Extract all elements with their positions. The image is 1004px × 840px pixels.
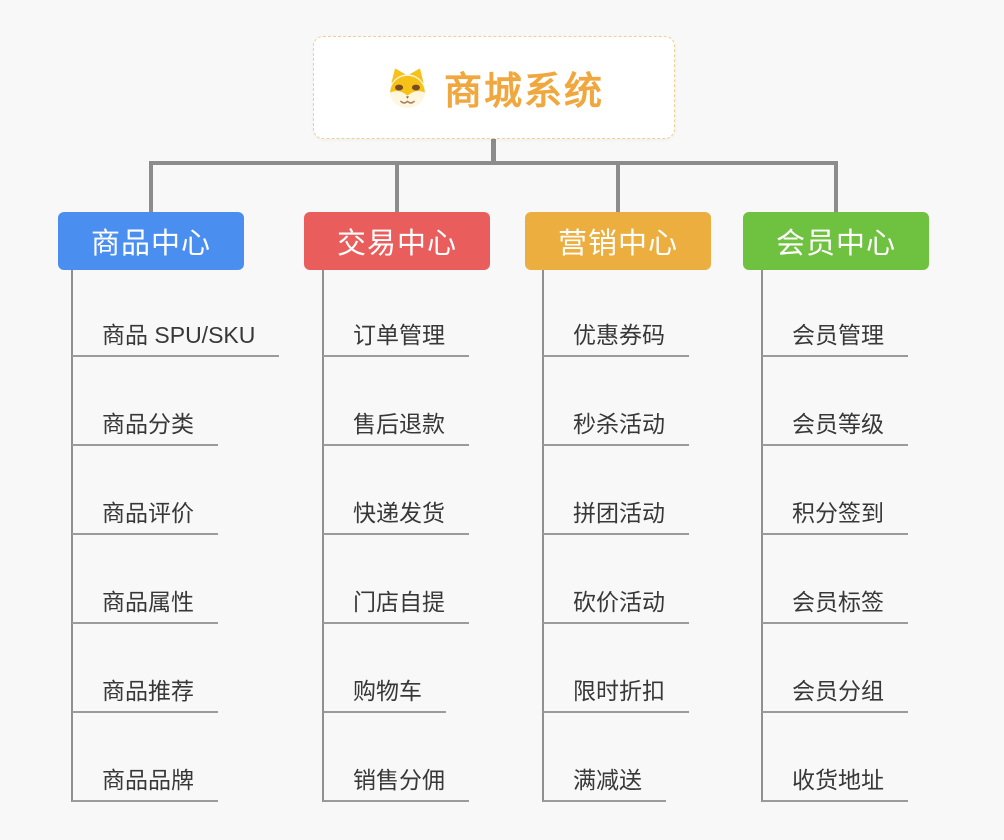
leaf-node[interactable]: 优惠券码 (543, 321, 689, 357)
leaf-node[interactable]: 会员标签 (762, 588, 908, 624)
leaf-node[interactable]: 拼团活动 (543, 499, 689, 535)
leaf-node[interactable]: 会员等级 (762, 410, 908, 446)
leaf-node[interactable]: 商品品牌 (72, 766, 218, 802)
connector-trunk-product (71, 270, 73, 802)
root-label: 商城系统 (443, 71, 604, 113)
branch-trade-center[interactable]: 交易中心 (304, 212, 490, 270)
leaf-node[interactable]: 门店自提 (323, 588, 469, 624)
leaf-node[interactable]: 商品属性 (72, 588, 218, 624)
leaf-node[interactable]: 商品推荐 (72, 677, 218, 713)
branch-product-center[interactable]: 商品中心 (58, 212, 244, 270)
branch-label: 营销中心 (557, 228, 678, 260)
leaf-node[interactable]: 售后退款 (323, 410, 469, 446)
connector-drop-trade (395, 161, 399, 212)
leaf-node[interactable]: 秒杀活动 (543, 410, 689, 446)
leaf-node[interactable]: 收货地址 (762, 766, 908, 802)
leaf-node[interactable]: 订单管理 (323, 321, 469, 357)
branch-marketing-center[interactable]: 营销中心 (525, 212, 711, 270)
connector-root-trunk (491, 138, 496, 165)
leaf-node[interactable]: 商品分类 (72, 410, 218, 446)
root-node-mall-system[interactable]: 商城系统 (313, 36, 675, 139)
branch-label: 会员中心 (775, 228, 896, 260)
leaf-node[interactable]: 满减送 (543, 766, 666, 802)
connector-drop-product (149, 161, 153, 212)
connector-trunk-member (761, 270, 763, 802)
connector-drop-member (834, 161, 838, 212)
branch-label: 商品中心 (90, 228, 211, 260)
leaf-node[interactable]: 积分签到 (762, 499, 908, 535)
leaf-node[interactable]: 购物车 (323, 677, 446, 713)
connector-horizontal-bar (149, 161, 838, 165)
branch-label: 交易中心 (336, 228, 457, 260)
leaf-node[interactable]: 限时折扣 (543, 677, 689, 713)
branch-member-center[interactable]: 会员中心 (743, 212, 929, 270)
connector-trunk-marketing (542, 270, 544, 802)
dog-face-icon (384, 65, 431, 110)
connector-trunk-trade (322, 270, 324, 802)
connector-drop-marketing (616, 161, 620, 212)
leaf-node[interactable]: 会员管理 (762, 321, 908, 357)
leaf-node[interactable]: 商品评价 (72, 499, 218, 535)
leaf-node[interactable]: 会员分组 (762, 677, 908, 713)
leaf-node[interactable]: 商品 SPU/SKU (72, 321, 280, 357)
leaf-node[interactable]: 砍价活动 (543, 588, 689, 624)
leaf-node[interactable]: 销售分佣 (323, 766, 469, 802)
leaf-node[interactable]: 快递发货 (323, 499, 469, 535)
